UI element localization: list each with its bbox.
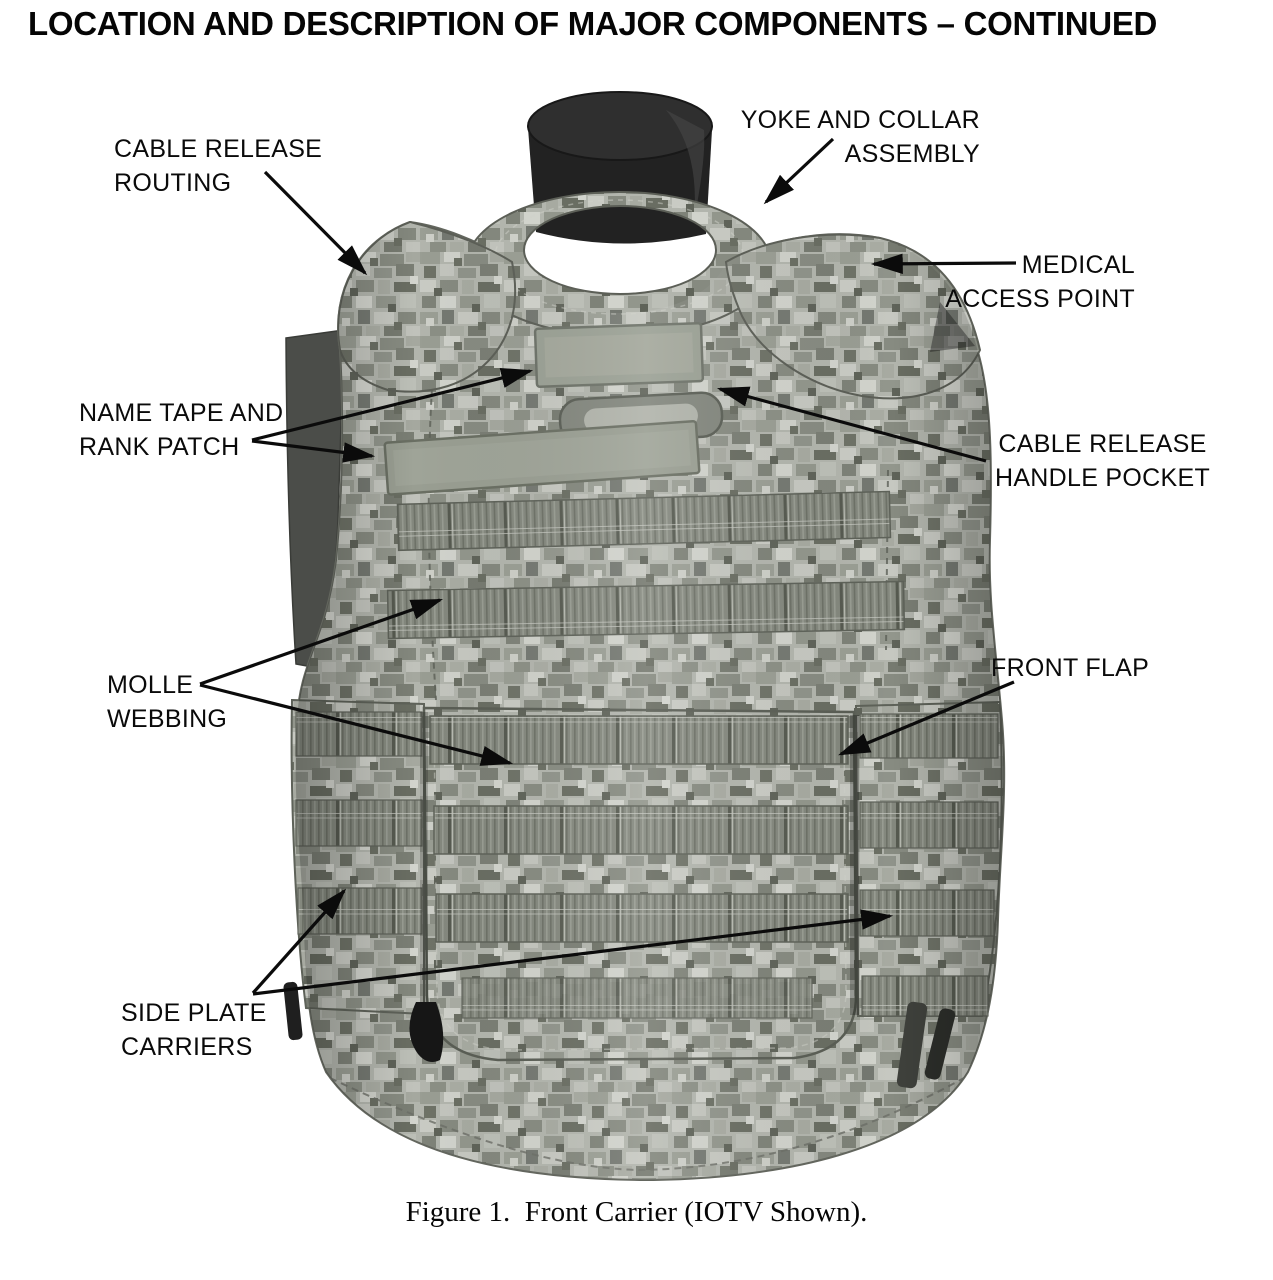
label-front-flap: FRONT FLAP xyxy=(991,654,1150,682)
arrow-molle-upper xyxy=(199,598,444,686)
label-medical-access-point: MEDICAL ACCESS POINT xyxy=(945,251,1135,313)
label-cable-release-handle-pocket: CABLE RELEASE HANDLE POCKET xyxy=(994,430,1211,492)
page-title: LOCATION AND DESCRIPTION OF MAJOR COMPON… xyxy=(28,5,1158,42)
figure-caption: Figure 1. Front Carrier (IOTV Shown). xyxy=(405,1196,868,1228)
label-cable-release-routing: CABLE RELEASE ROUTING xyxy=(114,135,323,197)
arrow-front-flap xyxy=(838,680,1015,756)
vest-shading xyxy=(295,222,1005,1180)
label-side-plate-carriers: SIDE PLATE CARRIERS xyxy=(121,999,267,1061)
arrow-name-tape xyxy=(251,367,534,442)
arrow-side-plate-right xyxy=(252,909,894,996)
arrow-molle-lower xyxy=(199,683,514,766)
leader-arrows xyxy=(199,137,1017,996)
arrow-cable-release-handle-pocket xyxy=(716,386,987,463)
arrow-yoke-and-collar xyxy=(763,137,835,205)
mannequin-neck xyxy=(527,91,713,244)
label-name-tape-and-rank-patch: NAME TAPE AND RANK PATCH xyxy=(79,399,284,461)
label-molle-webbing: MOLLE WEBBING xyxy=(107,671,228,733)
side-strap xyxy=(283,981,303,1041)
arrow-cable-release-routing xyxy=(263,170,368,276)
arrow-rank-patch xyxy=(251,439,376,463)
arrow-medical-access-point xyxy=(870,253,1017,275)
label-yoke-and-collar-assembly: YOKE AND COLLAR ASSEMBLY xyxy=(740,106,980,168)
arrow-side-plate-left xyxy=(251,888,347,995)
